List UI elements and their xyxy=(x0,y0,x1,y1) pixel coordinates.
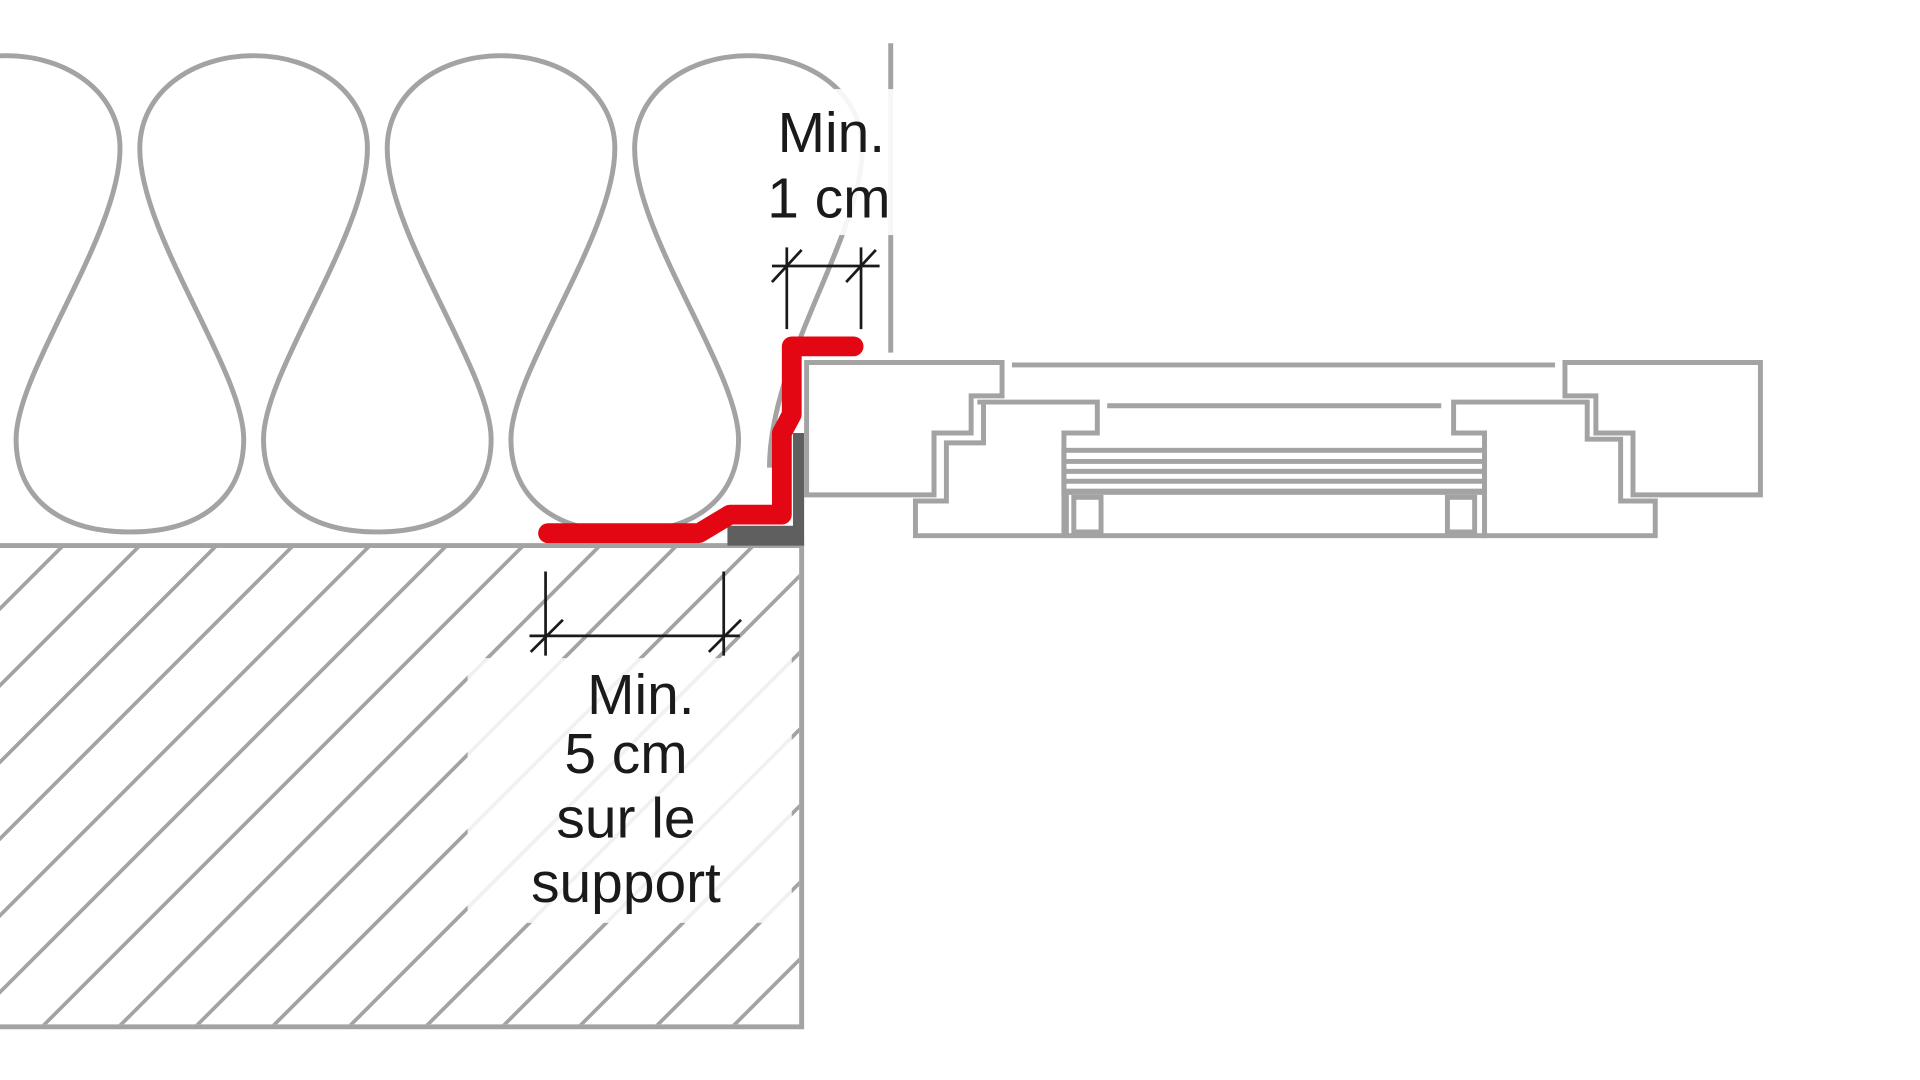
hatch-line xyxy=(732,957,800,1025)
hatch-line xyxy=(1193,544,1675,1026)
hatch-line xyxy=(578,803,800,1025)
hatch-line xyxy=(1039,544,1521,1026)
hatch-line xyxy=(0,548,140,688)
hatch-line xyxy=(41,548,524,1025)
hatch-line xyxy=(655,880,800,1025)
top-value-label: 1 cm xyxy=(767,167,890,231)
hatch-line xyxy=(0,548,371,919)
hatch-line xyxy=(962,544,1444,1026)
hatch-line xyxy=(809,544,1291,1026)
bottom-line3-label: sur le xyxy=(556,787,695,851)
top-dimension xyxy=(770,247,880,330)
substrate-block xyxy=(0,543,805,1030)
hatch-line xyxy=(886,544,1368,1026)
hatch-line xyxy=(0,548,217,765)
bottom-dimension xyxy=(529,571,742,656)
hatch-line xyxy=(1346,544,1828,1026)
text-backdrop xyxy=(467,658,792,923)
bottom-min-label: Min. xyxy=(587,663,694,727)
angle-profile xyxy=(727,432,805,546)
substrate-hatch xyxy=(0,544,1828,1026)
membrane-strip xyxy=(538,336,864,544)
insulation-symbol xyxy=(0,53,865,535)
hatch-line xyxy=(1269,544,1751,1026)
top-min-label: Min. xyxy=(778,101,885,165)
hatch-line xyxy=(0,548,447,995)
hatch-line xyxy=(195,548,677,1025)
hatch-line xyxy=(118,548,601,1025)
bottom-value-label: 5 cm xyxy=(564,722,687,786)
window-frame xyxy=(804,360,1763,539)
hatch-line xyxy=(1116,544,1598,1026)
hatch-line xyxy=(0,548,294,842)
bottom-line4-label: support xyxy=(531,851,721,915)
top-label-backdrop xyxy=(757,89,896,236)
